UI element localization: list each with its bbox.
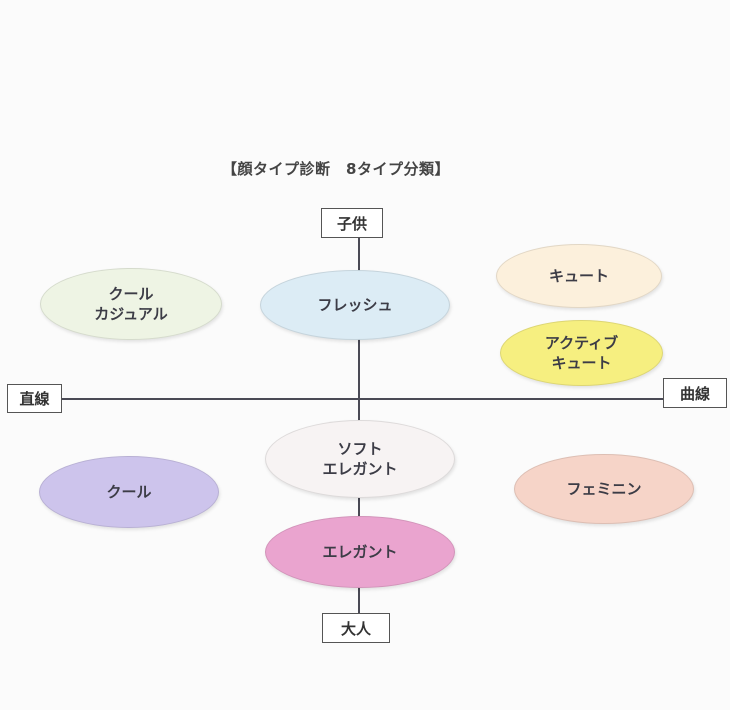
type-elegant: エレガント [265,516,455,588]
diagram-title: 【顔タイプ診断 8タイプ分類】 [222,160,450,178]
horizontal-axis-line [60,398,670,400]
type-cool: クール [39,456,219,528]
type-active-cute-line1: アクティブ [544,333,619,352]
type-cute-label: キュート [548,266,609,285]
axis-label-top: 子供 [321,208,383,238]
type-cool-casual-line2: カジュアル [94,305,168,323]
type-soft-elegant-line1: ソフト [337,439,383,458]
axis-label-left: 直線 [7,384,62,413]
type-fresh-label: フレッシュ [317,295,393,314]
type-feminine-label: フェミニン [566,479,642,498]
type-elegant-label: エレガント [322,542,398,561]
type-cute: キュート [496,244,662,308]
type-cool-casual-line1: クール [108,284,154,303]
type-soft-elegant-line2: エレガント [322,460,398,478]
axis-label-bottom: 大人 [322,613,390,643]
type-fresh: フレッシュ [260,270,450,340]
axis-label-right: 曲線 [663,378,727,408]
type-feminine: フェミニン [514,454,694,524]
type-soft-elegant: ソフト エレガント [265,420,455,498]
type-cool-label: クール [106,482,152,501]
type-cool-casual: クール カジュアル [40,268,222,340]
type-active-cute: アクティブ キュート [500,320,663,386]
type-active-cute-line2: キュート [551,354,612,372]
